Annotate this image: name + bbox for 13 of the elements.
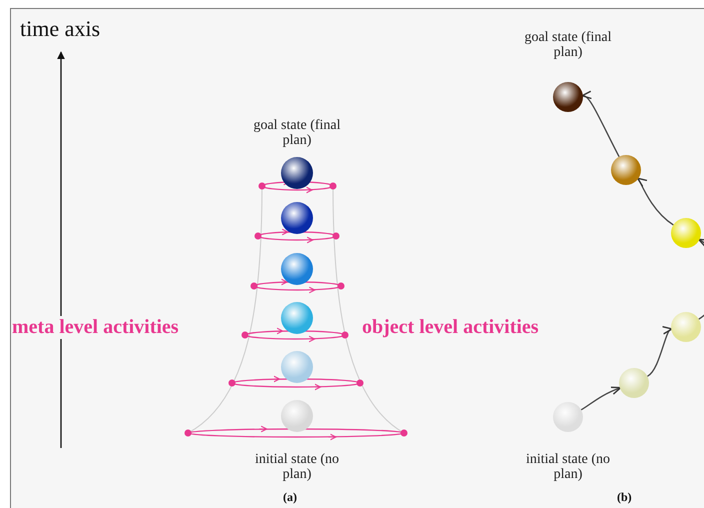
activity-label: object level activities <box>362 316 539 339</box>
state-caption: initial state (no plan) <box>254 452 340 482</box>
arrow <box>580 386 622 410</box>
panel-label: (b) <box>617 490 632 505</box>
panel-label: (a) <box>283 490 297 505</box>
arrow <box>637 177 674 226</box>
activity-label: meta level activities <box>12 316 179 339</box>
arrow <box>698 238 704 320</box>
state-caption: initial state (no plan) <box>525 452 611 482</box>
state-caption: goal state (final plan) <box>523 30 613 60</box>
arrow <box>647 328 673 377</box>
arrow <box>581 93 620 157</box>
state-caption: goal state (final plan) <box>252 118 342 148</box>
